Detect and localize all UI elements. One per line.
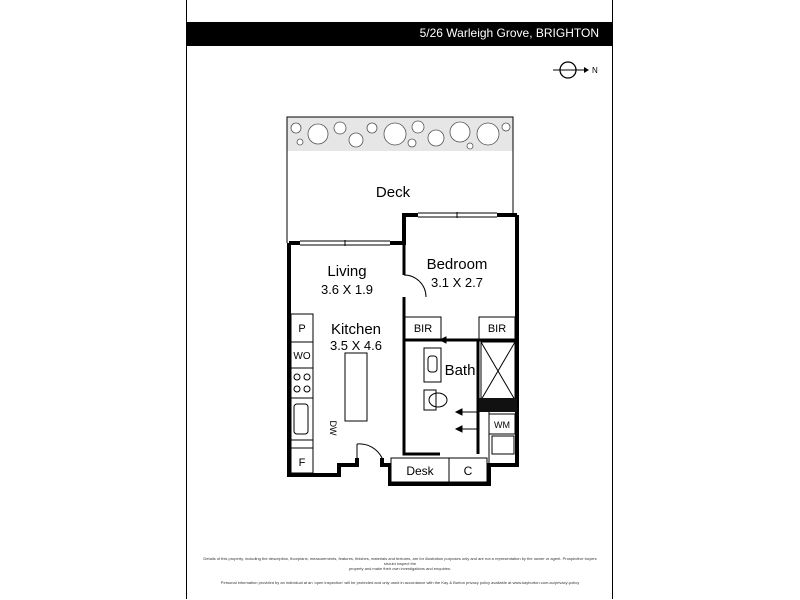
- sink: [290, 397, 314, 441]
- bedroom-size: 3.1 X 2.7: [431, 275, 483, 290]
- bath-fixtures: [423, 341, 516, 411]
- arrow-icon: [438, 336, 478, 433]
- disclaimer-line: Details of this property, including the …: [203, 556, 597, 566]
- compass-icon: N: [553, 61, 598, 79]
- wall-oven-label: WO: [293, 351, 310, 362]
- bir-right-label: BIR: [488, 323, 506, 335]
- fridge: F: [290, 447, 314, 474]
- bench: [290, 439, 314, 449]
- living-label: Living: [327, 263, 366, 280]
- address-bar: 5/26 Warleigh Grove, BRIGHTON: [186, 22, 613, 46]
- page-frame: [186, 0, 613, 599]
- cupboard-label: C: [464, 464, 473, 478]
- bir-right: BIR: [478, 316, 516, 340]
- bedroom-door: [403, 274, 427, 298]
- washing-machine-label: WM: [494, 420, 510, 430]
- desk: Desk: [390, 457, 450, 483]
- desk-label: Desk: [406, 464, 434, 478]
- deck-label: Deck: [376, 184, 411, 201]
- cupboard: C: [448, 457, 488, 483]
- bir-left: BIR: [404, 316, 442, 340]
- disclaimer-line: property and make their own investigatio…: [348, 566, 452, 571]
- wall-oven: WO: [290, 341, 314, 369]
- kitchen-island: [344, 352, 368, 422]
- shower-screen: [479, 398, 517, 412]
- pantry-label: P: [298, 323, 305, 335]
- pantry: P: [290, 313, 314, 343]
- exterior-walls: [287, 213, 519, 486]
- kitchen-size: 3.5 X 4.6: [330, 338, 382, 353]
- bath-label: Bath: [445, 362, 476, 379]
- entry-door: [356, 443, 383, 459]
- garden-plants: [290, 120, 511, 150]
- window: [418, 212, 497, 218]
- privacy-line: Personal information provided by an indi…: [220, 580, 580, 585]
- laundry: WM: [488, 412, 516, 465]
- cooktop: [290, 367, 314, 399]
- fridge-label: F: [299, 457, 306, 469]
- bir-left-label: BIR: [414, 323, 432, 335]
- bedroom-label: Bedroom: [427, 256, 488, 273]
- window: [300, 240, 390, 246]
- kitchen-label: Kitchen: [331, 321, 381, 338]
- dishwasher-label: DW: [328, 421, 338, 436]
- disclaimer: Details of this property, including the …: [200, 556, 600, 585]
- compass-north-label: N: [592, 66, 598, 75]
- deck-area: Deck: [286, 116, 514, 243]
- living-size: 3.6 X 1.9: [321, 282, 373, 297]
- address-text: 5/26 Warleigh Grove, BRIGHTON: [419, 26, 599, 40]
